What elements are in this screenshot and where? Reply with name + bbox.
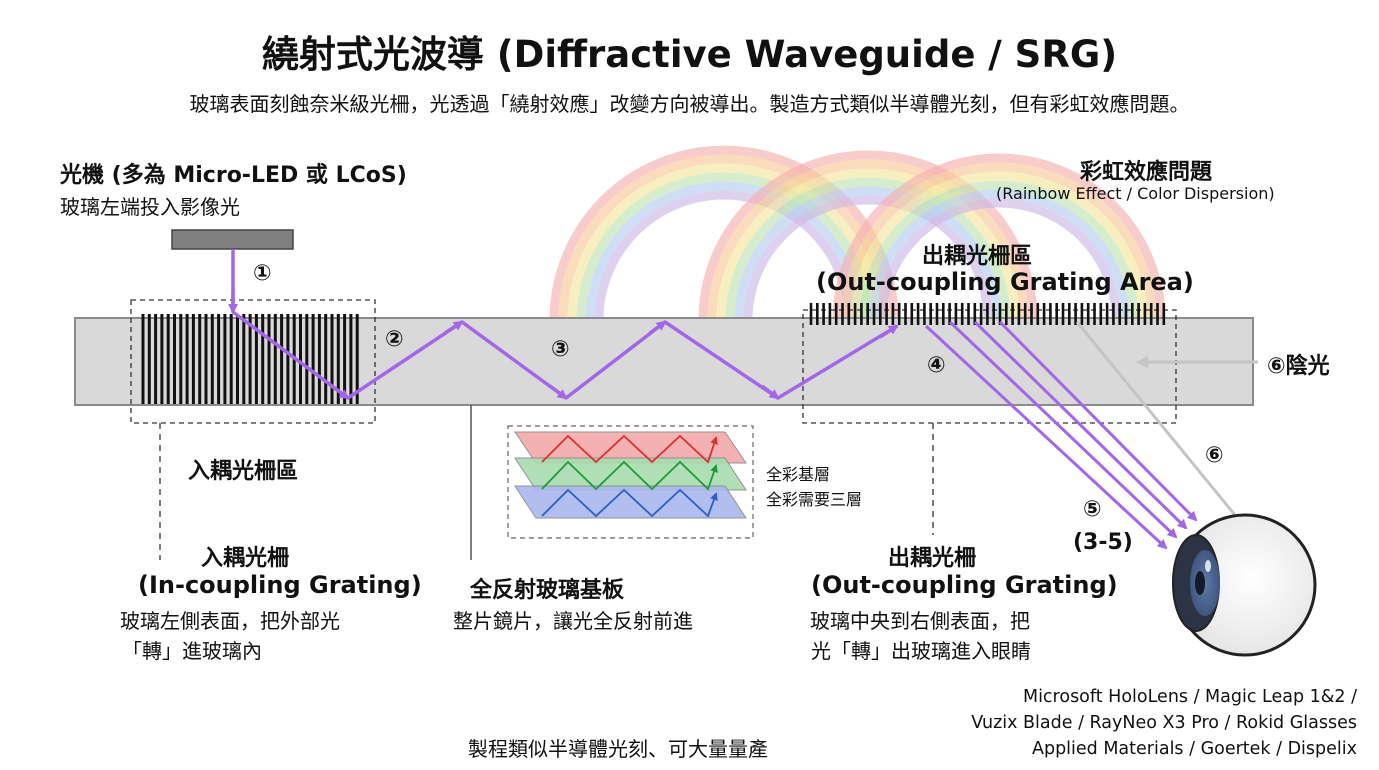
- credits-line-2: Vuzix Blade / RayNeo X3 Pro / Rokid Glas…: [971, 713, 1357, 733]
- projector-desc: 玻璃左端投入影像光: [60, 195, 240, 219]
- page-subtitle: 玻璃表面刻蝕奈米級光柵，光透過「繞射效應」改變方向被導出。製造方式類似半導體光刻…: [189, 92, 1190, 116]
- rainbow-arc-1-1: [707, 159, 1029, 321]
- in-coupling-grating: [141, 314, 359, 404]
- in-area-label: 入耦光柵區: [188, 459, 299, 484]
- eye-icon: [1172, 513, 1317, 657]
- rainbow-arc-1-5: [743, 195, 993, 321]
- ray-arrowhead: [760, 384, 780, 400]
- layer-green: [514, 457, 747, 491]
- marker-6: ⑥: [1205, 443, 1224, 468]
- ray-arrowhead: [879, 324, 899, 339]
- rainbow-arc-2-5: [877, 198, 1121, 321]
- credits-line-1: Microsoft HoloLens / Magic Leap 1&2 /: [1022, 687, 1357, 707]
- ray-arrowhead: [548, 384, 568, 400]
- out-area-title: 出耦光柵區: [922, 244, 1033, 269]
- rainbow-subtitle: (Rainbow Effect / Color Dispersion): [996, 184, 1275, 203]
- rainbow-arc-1-0: [698, 150, 1038, 321]
- credits: Microsoft HoloLens / Magic Leap 1&2 / Vu…: [971, 684, 1357, 762]
- substrate-title: 全反射玻璃基板: [470, 578, 625, 603]
- in-coupling-area-box: [130, 299, 376, 424]
- glass-substrate: [74, 317, 1254, 406]
- in-grating-title: 入耦光柵: [201, 546, 290, 571]
- rainbow-arc-2-2: [850, 171, 1148, 321]
- out-area-subtitle: (Out-coupling Grating Area): [816, 268, 1194, 296]
- rainbow-arc-1-2: [716, 168, 1020, 321]
- rainbow-arc-0-4: [585, 181, 863, 321]
- ray-arrows: [228, 290, 899, 400]
- out-grating-desc-1: 玻璃中央到右側表面，把: [810, 609, 1030, 633]
- rainbow-title: 彩虹效應問題: [1080, 160, 1213, 185]
- layer-blue: [514, 485, 747, 519]
- rainbow-arcs: [549, 145, 1166, 321]
- in-grating-desc-2: 「轉」進玻璃內: [122, 639, 262, 663]
- ray-arrowhead: [648, 320, 667, 335]
- green-zigzag: [541, 460, 718, 491]
- in-grating-subtitle: (In-coupling Grating): [138, 571, 422, 599]
- rainbow-arc-1-3: [725, 177, 1011, 321]
- out-grating-desc-2: 光「轉」出玻璃進入眼睛: [811, 639, 1031, 663]
- out-ray: [948, 320, 1178, 539]
- layers-label-2: 全彩需要三層: [766, 490, 863, 509]
- layers-label-1: 全彩基層: [766, 465, 831, 484]
- projector-label: 光機 (多為 Micro-LED 或 LCoS): [60, 163, 407, 188]
- rainbow-arc-2-4: [868, 189, 1130, 321]
- light-ray-path: [231, 249, 898, 400]
- marker-4: ④: [927, 353, 946, 378]
- ray-arrowhead: [328, 383, 350, 400]
- in-grating-desc-1: 玻璃左側表面，把外部光: [120, 609, 340, 633]
- marker-2: ②: [385, 327, 404, 352]
- blue-zigzag: [541, 488, 718, 518]
- rainbow-arc-2-0: [832, 153, 1166, 321]
- rainbow-arc-2-3: [859, 180, 1139, 321]
- projector-icon: [171, 229, 294, 250]
- marker-5-range: (3-5): [1073, 530, 1133, 555]
- out-ray: [998, 320, 1198, 522]
- out-grating-title: 出耦光柵: [888, 546, 977, 571]
- substrate-desc: 整片鏡片，讓光全反射前進: [453, 609, 693, 633]
- rainbow-arc-1-4: [734, 186, 1002, 321]
- ray-arrowhead: [444, 320, 464, 335]
- process-note: 製程類似半導體光刻、可大量量產: [468, 737, 768, 761]
- marker-1: ①: [253, 261, 272, 286]
- rainbow-arc-2-1: [841, 162, 1157, 321]
- rgb-layers-inset: [507, 425, 754, 539]
- credits-line-3: Applied Materials / Goertek / Dispelix: [1031, 739, 1357, 759]
- ghost-light-label: ⑥陰光: [1267, 354, 1330, 379]
- red-zigzag: [541, 434, 718, 464]
- page-title: 繞射式光波導 (Diffractive Waveguide / SRG): [261, 33, 1118, 76]
- out-coupling-grating: [809, 303, 1166, 325]
- out-coupled-rays: [924, 320, 1198, 550]
- out-ray: [924, 324, 1168, 550]
- rainbow-arc-0-5: [594, 190, 854, 321]
- out-ray: [973, 320, 1188, 530]
- marker-5: ⑤: [1083, 497, 1102, 522]
- out-grating-subtitle: (Out-coupling Grating): [811, 571, 1118, 599]
- marker-3: ③: [551, 337, 570, 362]
- layers-inset-box: [507, 425, 754, 539]
